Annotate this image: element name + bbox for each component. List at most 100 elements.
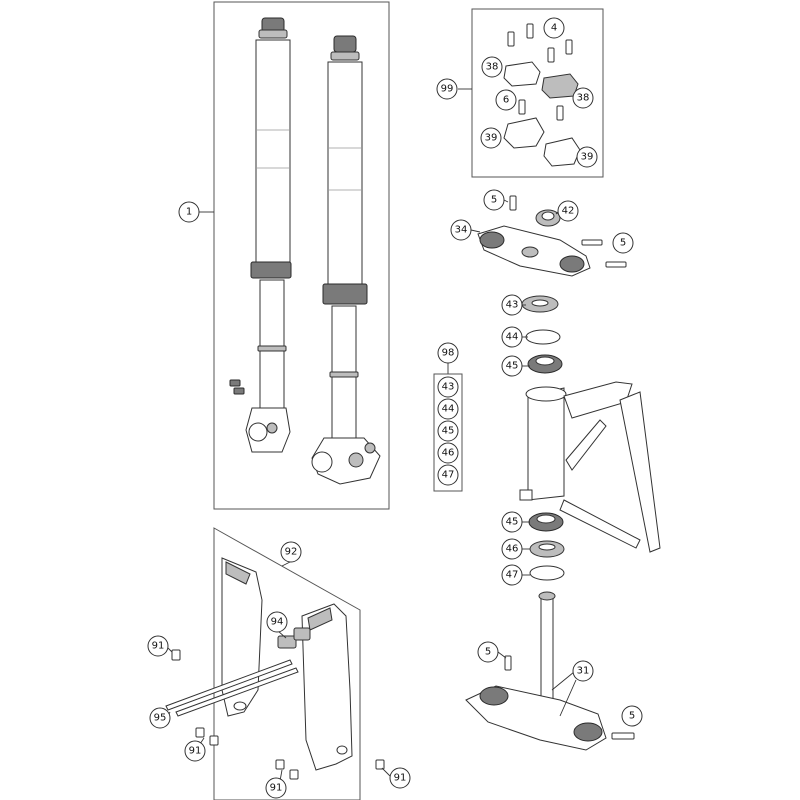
svg-text:46: 46	[442, 448, 455, 459]
right-fork-leg	[311, 35, 381, 485]
clamp-kit-frame	[471, 8, 604, 178]
svg-text:39: 39	[485, 133, 498, 144]
handlebar-clamp-kit-group: 4 99 38 6 38 39 39	[436, 8, 604, 178]
kit-98-item-43: 43	[437, 376, 459, 398]
kit-98-frame	[433, 373, 463, 492]
callout-44: 44	[501, 326, 523, 348]
callout-91-right: 91	[389, 767, 411, 789]
left-fork-leg	[229, 17, 292, 453]
svg-text:92: 92	[285, 547, 298, 558]
svg-text:39: 39	[581, 152, 594, 163]
callout-5-right-upper: 5	[612, 232, 634, 254]
svg-text:34: 34	[455, 225, 468, 236]
svg-text:94: 94	[271, 617, 284, 628]
frame-head-tube	[519, 381, 661, 553]
svg-text:91: 91	[189, 746, 202, 757]
callout-5-top: 5	[483, 189, 505, 211]
callout-31: 31	[572, 660, 594, 682]
kit-98-item-44: 44	[437, 398, 459, 420]
svg-text:4: 4	[551, 23, 557, 34]
svg-text:43: 43	[442, 382, 455, 393]
callout-4: 4	[543, 17, 565, 39]
svg-text:5: 5	[485, 647, 491, 658]
steering-stem	[540, 595, 554, 709]
bearing-kit-98: 98 43 44 45 46 47	[433, 342, 463, 492]
svg-text:31: 31	[577, 666, 590, 677]
callout-47: 47	[501, 564, 523, 586]
svg-text:45: 45	[442, 426, 455, 437]
svg-text:98: 98	[442, 348, 455, 359]
callout-5-stem: 5	[477, 641, 499, 663]
kit-98-item-45: 45	[437, 420, 459, 442]
bearing-45-upper	[527, 354, 563, 374]
callout-94: 94	[266, 611, 288, 633]
stem-screw	[504, 655, 512, 671]
svg-text:42: 42	[562, 206, 575, 217]
callout-38-right: 38	[572, 87, 594, 109]
steering-nut	[535, 209, 561, 227]
svg-text:38: 38	[577, 93, 590, 104]
callout-1: 1	[178, 201, 200, 223]
upper-triple-clamp-group: 5 42 34 5	[450, 189, 634, 277]
svg-text:46: 46	[506, 544, 519, 555]
svg-text:5: 5	[620, 238, 626, 249]
svg-text:45: 45	[506, 517, 519, 528]
svg-text:38: 38	[486, 62, 499, 73]
bearing-stack-lower: 45 46 47	[501, 511, 565, 586]
svg-text:95: 95	[154, 713, 167, 724]
callout-46: 46	[501, 538, 523, 560]
lower-side-bolt	[611, 732, 635, 740]
svg-text:47: 47	[442, 470, 455, 481]
callout-45-lower: 45	[501, 511, 523, 533]
svg-text:44: 44	[442, 404, 455, 415]
kit-98-item-47: 47	[437, 464, 459, 486]
lower-clamp-halves	[503, 117, 581, 167]
callout-6: 6	[495, 89, 517, 111]
guard-screws	[165, 649, 385, 780]
svg-text:6: 6	[503, 95, 509, 106]
bearing-45-lower	[528, 512, 564, 532]
callout-98: 98	[437, 342, 459, 364]
fork-guards-frame	[213, 527, 361, 800]
right-fork-guard	[301, 603, 353, 771]
callout-91-bottom: 91	[265, 777, 287, 799]
svg-text:99: 99	[441, 84, 454, 95]
callout-38-upper-left: 38	[481, 56, 503, 78]
svg-text:91: 91	[270, 783, 283, 794]
callout-43: 43	[501, 294, 523, 316]
svg-text:1: 1	[186, 207, 192, 218]
callout-91-lower-left: 91	[184, 740, 206, 762]
svg-text:5: 5	[491, 195, 497, 206]
callout-45-upper: 45	[501, 355, 523, 377]
o-ring-47	[529, 565, 565, 581]
svg-text:91: 91	[152, 641, 165, 652]
callout-92: 92	[280, 541, 302, 563]
top-screw	[509, 195, 517, 211]
callout-99: 99	[436, 78, 458, 100]
fork-guards-group: 92 94 91 95 91 91 91	[147, 527, 411, 800]
left-fork-bolts	[229, 379, 245, 395]
callout-5-lower-right: 5	[621, 705, 643, 727]
callout-34: 34	[450, 219, 472, 241]
svg-text:5: 5	[629, 711, 635, 722]
svg-text:43: 43	[506, 300, 519, 311]
callout-39-right: 39	[576, 146, 598, 168]
dust-seal-43	[521, 295, 559, 313]
o-ring-44	[525, 329, 561, 345]
callout-91-left: 91	[147, 635, 169, 657]
callout-39-left: 39	[480, 127, 502, 149]
fork-assembly-group: 1	[178, 1, 390, 510]
upper-clamp-halves	[503, 61, 579, 99]
svg-text:91: 91	[394, 773, 407, 784]
clamp-screws	[507, 23, 573, 121]
fork-assembly-frame	[213, 1, 390, 510]
svg-text:47: 47	[506, 570, 519, 581]
kit-98-item-46: 46	[437, 442, 459, 464]
guard-brackets	[277, 627, 311, 649]
svg-text:44: 44	[506, 332, 519, 343]
side-clamp-bolts	[581, 239, 627, 268]
lower-triple-clamp-group: 5 31 5	[465, 591, 643, 751]
callout-95: 95	[149, 707, 171, 729]
bearing-stack-upper: 43 44 45	[501, 294, 563, 377]
